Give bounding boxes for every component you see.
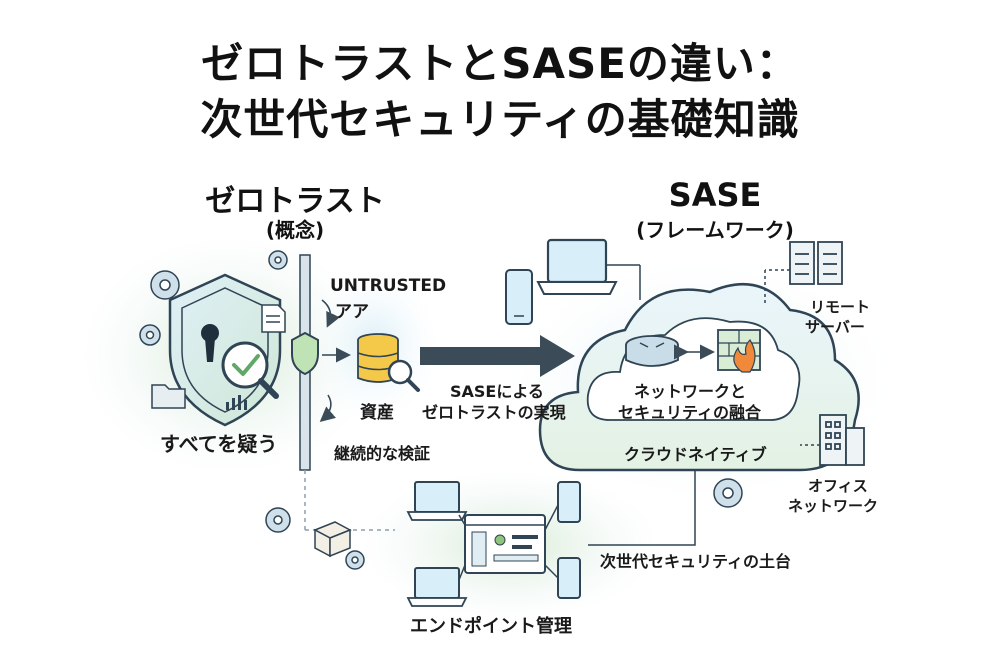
cloud-to-endpoint-line	[588, 470, 696, 546]
router-icon	[625, 335, 679, 367]
laptop-icon	[406, 481, 468, 521]
smartphone-icon	[557, 481, 581, 523]
gear-icon	[265, 507, 291, 533]
office-building-icon	[819, 414, 865, 466]
page-title-line2: 次世代セキュリティの基礎知識	[200, 95, 800, 144]
fusion-label-line2: セキュリティの融合	[618, 403, 762, 422]
smartphone-icon	[557, 557, 581, 599]
zt-to-sase-arrow	[420, 335, 575, 377]
area-label: アア	[335, 302, 369, 322]
smartphone-icon	[505, 269, 533, 325]
magnifier-icon	[387, 359, 420, 392]
laptop-icon	[536, 238, 618, 295]
dashboard-icon	[464, 514, 546, 574]
gear-icon	[150, 270, 180, 300]
zero-trust-subheading: (概念)	[265, 218, 325, 242]
endpoint-label: エンドポイント管理	[410, 616, 572, 637]
untrusted-label: UNTRUSTED	[330, 276, 447, 296]
gear-icon	[268, 250, 288, 270]
verify-label: 継続的な検証	[334, 444, 431, 463]
office-label-line2: ネットワーク	[788, 497, 879, 515]
bar-chart-icon	[226, 395, 247, 410]
folder-icon	[151, 384, 186, 409]
box-icon	[313, 521, 352, 558]
sase-subheading: (フレームワーク)	[636, 218, 794, 242]
gear-icon	[139, 324, 161, 346]
remote-server-label-line2: サーバー	[805, 318, 865, 336]
laptop-icon	[406, 567, 468, 607]
magnifier-check-icon	[221, 341, 279, 399]
gear-icon	[345, 550, 365, 570]
firewall-icon	[717, 329, 761, 373]
arrow-label-line1: SASEによる	[450, 382, 544, 401]
shield-lock-icon	[168, 273, 282, 427]
zero-trust-caption: すべてを疑う	[160, 432, 278, 456]
arrow-label-line2: ゼロトラストの実現	[422, 403, 566, 422]
small-shield-icon	[291, 331, 319, 376]
page-title-line1: ゼロトラストとSASEの違い：	[201, 39, 799, 88]
zero-trust-heading: ゼロトラスト	[205, 184, 385, 219]
asset-label: 資産	[360, 403, 394, 423]
sase-heading: SASE	[668, 176, 762, 214]
document-icon	[261, 304, 286, 333]
gear-icon	[713, 478, 743, 508]
foundation-label: 次世代セキュリティの土台	[600, 552, 792, 571]
server-icon	[789, 241, 843, 285]
remote-server-label-line1: リモート	[810, 298, 871, 316]
office-label-line1: オフィス	[808, 477, 868, 495]
fusion-label-line1: ネットワークと	[634, 382, 747, 401]
cloud-native-label: クラウドネイティブ	[624, 445, 767, 464]
